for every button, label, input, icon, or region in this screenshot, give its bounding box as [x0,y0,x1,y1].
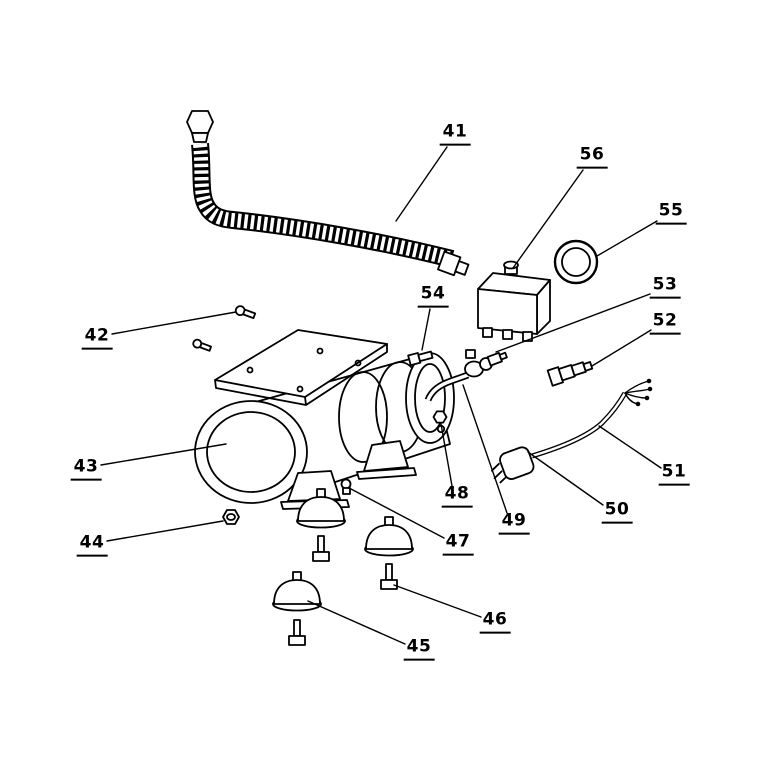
leader-line-41 [395,146,448,222]
leader-line-56 [512,169,584,269]
leader-line-50 [527,451,604,506]
leader-line-45 [307,600,406,645]
mounting-nut-drawing [222,509,240,525]
power-cord-drawing [490,378,653,484]
hose-end-fitting [437,250,470,277]
quick-connector-drawing [546,361,594,387]
plate-screw-drawing [192,305,257,352]
nipple-fitting-drawing [407,350,434,367]
leader-line-43 [100,443,227,466]
leader-line-47 [350,488,445,539]
corrugated-outlet-hose-drawing [186,110,470,277]
mounting-plate-drawing [214,329,388,406]
frayed-wire-ends [624,378,653,407]
drain-plug-drawing [340,478,352,495]
leader-line-49 [462,384,508,514]
gauge-cap-drawing [553,239,599,285]
leader-line-52 [591,329,652,367]
outlet-pipe-drawing [424,371,470,402]
power-plug-drawing [490,446,535,484]
leader-line-44 [106,520,224,542]
leader-line-42 [111,311,237,335]
leader-line-55 [596,220,658,257]
leader-line-53 [495,293,651,353]
rubber-feet-drawing [272,488,414,612]
leader-line-48 [440,423,453,487]
leader-line-46 [393,584,482,618]
leader-lines [100,146,662,645]
leader-line-54 [421,308,431,351]
leader-line-51 [598,425,662,469]
check-valve-drawing [464,349,508,378]
pressure-switch-drawing [477,260,551,342]
elbow-nut-drawing [432,410,448,434]
foot-bolts-drawing [288,535,398,646]
